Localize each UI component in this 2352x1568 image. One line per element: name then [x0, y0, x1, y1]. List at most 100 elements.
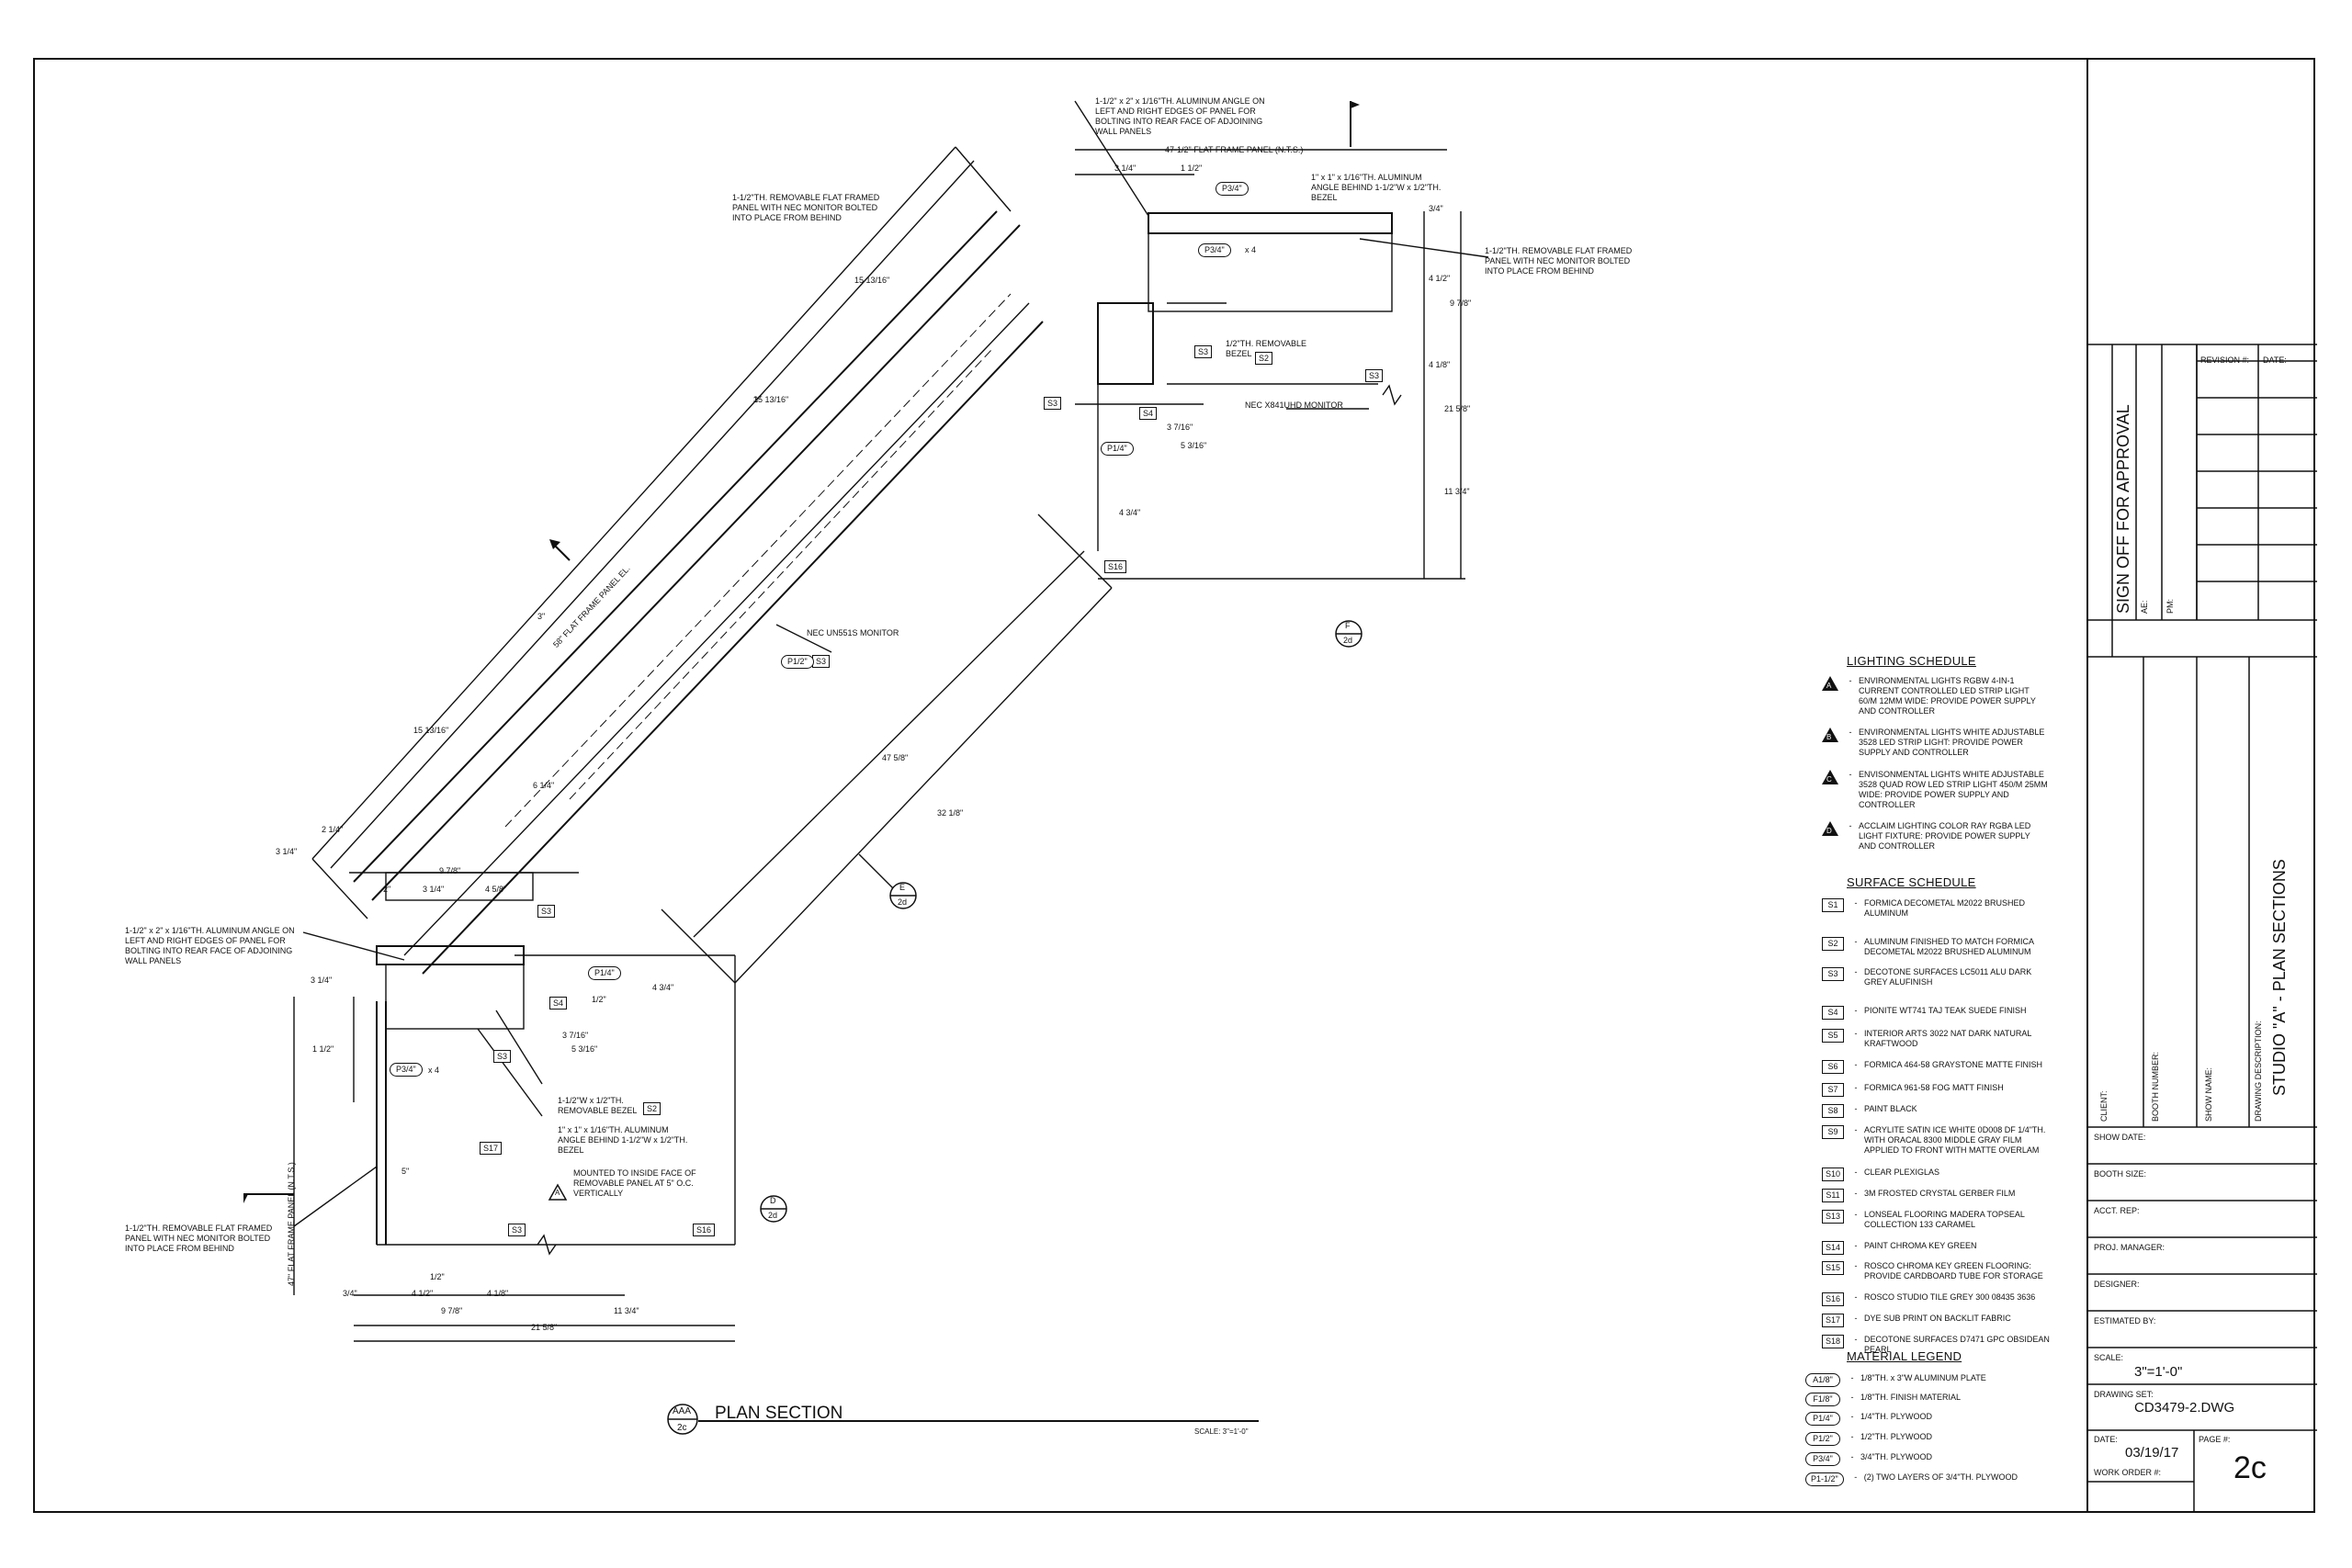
separator-dash: -	[1854, 1189, 1858, 1198]
note-flat-panel-top: 47-1/2" FLAT FRAME PANEL (N.T.S.)	[1165, 145, 1304, 154]
dim-diag-i: 2 1/4"	[322, 825, 344, 834]
dim-ll-e: 3 1/4"	[311, 976, 333, 985]
schedule-text: LONSEAL FLOORING MADERA TOPSEAL COLLECTI…	[1864, 1210, 2025, 1229]
schedule-text: 1/8"TH. FINISH MATERIAL	[1860, 1393, 1962, 1402]
surface-key: S14	[1822, 1241, 1845, 1255]
dim-ll-c: 3 1/4"	[423, 885, 445, 894]
schedule-text: ENVISONMENTAL LIGHTS WHITE ADJUSTABLE 35…	[1859, 770, 2048, 809]
tag-s4-ll: S4	[549, 997, 568, 1010]
title-block-grid	[2088, 344, 2317, 1513]
sheet-border	[33, 58, 2315, 1513]
note-panel-upper-left: 1-1/2"TH. REMOVABLE FLAT FRAMED PANEL WI…	[732, 193, 880, 222]
schedule-text: ROSCO CHROMA KEY GREEN FLOORING: PROVIDE…	[1864, 1261, 2043, 1280]
dim-ll-p: 3 7/16"	[562, 1031, 589, 1040]
surface-key: S8	[1822, 1104, 1844, 1118]
tag-s16-top: S16	[1104, 560, 1127, 573]
dim-top-f: 4 1/8"	[1429, 360, 1451, 369]
schedule-row: S16-ROSCO STUDIO TILE GREY 300 08435 363…	[1822, 1292, 2057, 1306]
tag-s3-ll3: S3	[508, 1224, 526, 1236]
schedule-text: (2) TWO LAYERS OF 3/4"TH. PLYWOOD	[1863, 1472, 2018, 1482]
dim-diag-h: 3 1/4"	[276, 847, 298, 856]
note-bezel-bottom: 1-1/2"W x 1/2"TH. REMOVABLE BEZEL	[558, 1096, 638, 1115]
dim-diag-a: 15 13/16"	[854, 276, 890, 285]
schedule-text: DECOTONE SURFACES LC5011 ALU DARK GREY A…	[1864, 967, 2032, 987]
triangle-icon: A	[1822, 676, 1838, 691]
dim-top-h: 11 3/4"	[1444, 487, 1470, 496]
surface-key: S16	[1822, 1292, 1845, 1306]
pill-p34-top2: P3/4"	[1198, 243, 1231, 257]
show-date-label: SHOW DATE:	[2094, 1133, 2146, 1142]
separator-dash: -	[1854, 1060, 1858, 1069]
surface-key: S4	[1822, 1006, 1844, 1020]
schedule-row: P3/4" -3/4"TH. PLYWOOD	[1805, 1452, 2053, 1466]
dim-diag-c: 15 13/16"	[413, 726, 449, 735]
separator-dash: -	[1854, 1210, 1858, 1219]
triangle-icon: D	[1822, 821, 1838, 836]
material-key: F1/8"	[1805, 1393, 1840, 1406]
tag-s16-ll: S16	[693, 1224, 716, 1236]
schedule-row: S9-ACRYLITE SATIN ICE WHITE 0D008 DF 1/4…	[1822, 1125, 2057, 1156]
dim-ll-l: 9 7/8"	[441, 1306, 463, 1315]
schedule-row: S14-PAINT CHROMA KEY GREEN	[1822, 1241, 2057, 1255]
separator-dash: -	[1854, 898, 1858, 908]
label-x4-ll: x 4	[428, 1066, 440, 1075]
tag-s3-ll2: S3	[493, 1050, 512, 1063]
separator-dash: -	[1850, 1452, 1854, 1461]
note-panel-lower-left: 1-1/2"TH. REMOVABLE FLAT FRAMED PANEL WI…	[125, 1224, 273, 1253]
separator-dash: -	[1854, 937, 1858, 946]
material-key: P3/4"	[1805, 1452, 1840, 1466]
page-value: 2c	[2233, 1450, 2267, 1485]
signoff-pm: PM:	[2165, 598, 2175, 614]
surface-key: S6	[1822, 1060, 1844, 1074]
schedule-row: S17-DYE SUB PRINT ON BACKLIT FABRIC	[1822, 1314, 2057, 1327]
schedule-text: ACRYLITE SATIN ICE WHITE 0D008 DF 1/4"TH…	[1864, 1125, 2046, 1155]
schedule-row: P1/2"-1/2"TH. PLYWOOD	[1805, 1432, 2053, 1446]
signoff-ae: AE:	[2140, 600, 2149, 614]
schedule-text: CLEAR PLEXIGLAS	[1864, 1168, 1940, 1177]
schedule-row: S15-ROSCO CHROMA KEY GREEN FLOORING: PRO…	[1822, 1261, 2057, 1281]
surface-key: S3	[1822, 967, 1844, 981]
schedule-row: C-ENVISONMENTAL LIGHTS WHITE ADJUSTABLE …	[1822, 770, 2052, 810]
date-label: DATE:	[2094, 1435, 2118, 1444]
tag-s3-top: S3	[1194, 345, 1213, 358]
marker-e-sheet: 2d	[898, 897, 908, 907]
pill-p12-diag: P1/2"	[781, 655, 814, 669]
dim-diag-e: 3"	[537, 612, 546, 621]
schedule-row: S10-CLEAR PLEXIGLAS	[1822, 1168, 2057, 1181]
separator-dash: -	[1849, 770, 1852, 779]
schedule-row: A1/8"-1/8"TH. x 3"W ALUMINUM PLATE	[1805, 1373, 2053, 1387]
lighting-schedule-title: LIGHTING SCHEDULE	[1847, 654, 1976, 668]
separator-dash: -	[1850, 1412, 1854, 1421]
proj-manager-label: PROJ. MANAGER:	[2094, 1243, 2165, 1252]
dim-ll-f: 1 1/2"	[312, 1044, 334, 1054]
note-monitor-small: NEC X841UHD MONITOR	[1245, 400, 1343, 410]
dim-top-c: 3/4"	[1429, 204, 1443, 213]
schedule-text: DYE SUB PRINT ON BACKLIT FABRIC	[1864, 1314, 2011, 1323]
schedule-row: S18-DECOTONE SURFACES D7471 GPC OBSIDEAN…	[1822, 1335, 2057, 1355]
dim-ll-h: 1/2"	[430, 1272, 445, 1281]
separator-dash: -	[1854, 1292, 1858, 1302]
separator-dash: -	[1854, 1029, 1858, 1038]
schedule-text: PAINT BLACK	[1864, 1104, 1917, 1113]
note-mounted: MOUNTED TO INSIDE FACE OF REMOVABLE PANE…	[573, 1168, 696, 1198]
material-key: P1-1/2"	[1805, 1472, 1844, 1486]
drawing-description-value: STUDIO "A" - PLAN SECTIONS	[2270, 859, 2289, 1096]
schedule-text: ENVIRONMENTAL LIGHTS WHITE ADJUSTABLE 35…	[1859, 728, 2045, 757]
surface-key: S5	[1822, 1029, 1844, 1043]
schedule-row: S2-ALUMINUM FINISHED TO MATCH FORMICA DE…	[1822, 937, 2057, 957]
designer-label: DESIGNER:	[2094, 1280, 2140, 1289]
lighting-key: B	[1826, 733, 1832, 741]
marker-d-letter: D	[770, 1196, 776, 1205]
revision-header: REVISION #:	[2200, 355, 2250, 365]
scale-label: SCALE:	[2094, 1353, 2124, 1362]
separator-dash: -	[1849, 821, 1852, 830]
marker-d-sheet: 2d	[768, 1211, 778, 1220]
schedule-row: D-ACCLAIM LIGHTING COLOR RAY RGBA LED LI…	[1822, 821, 2052, 852]
show-name-label: SHOW NAME:	[2204, 1066, 2213, 1122]
estimated-by-label: ESTIMATED BY:	[2094, 1316, 2156, 1325]
triangle-icon: B	[1822, 728, 1838, 742]
surface-key: S18	[1822, 1335, 1845, 1348]
schedule-text: 3/4"TH. PLYWOOD	[1860, 1452, 1933, 1461]
note-angle-left: 1-1/2" x 2" x 1/16"TH. ALUMINUM ANGLE ON…	[125, 926, 295, 965]
tag-s2-top: S2	[1255, 352, 1273, 365]
